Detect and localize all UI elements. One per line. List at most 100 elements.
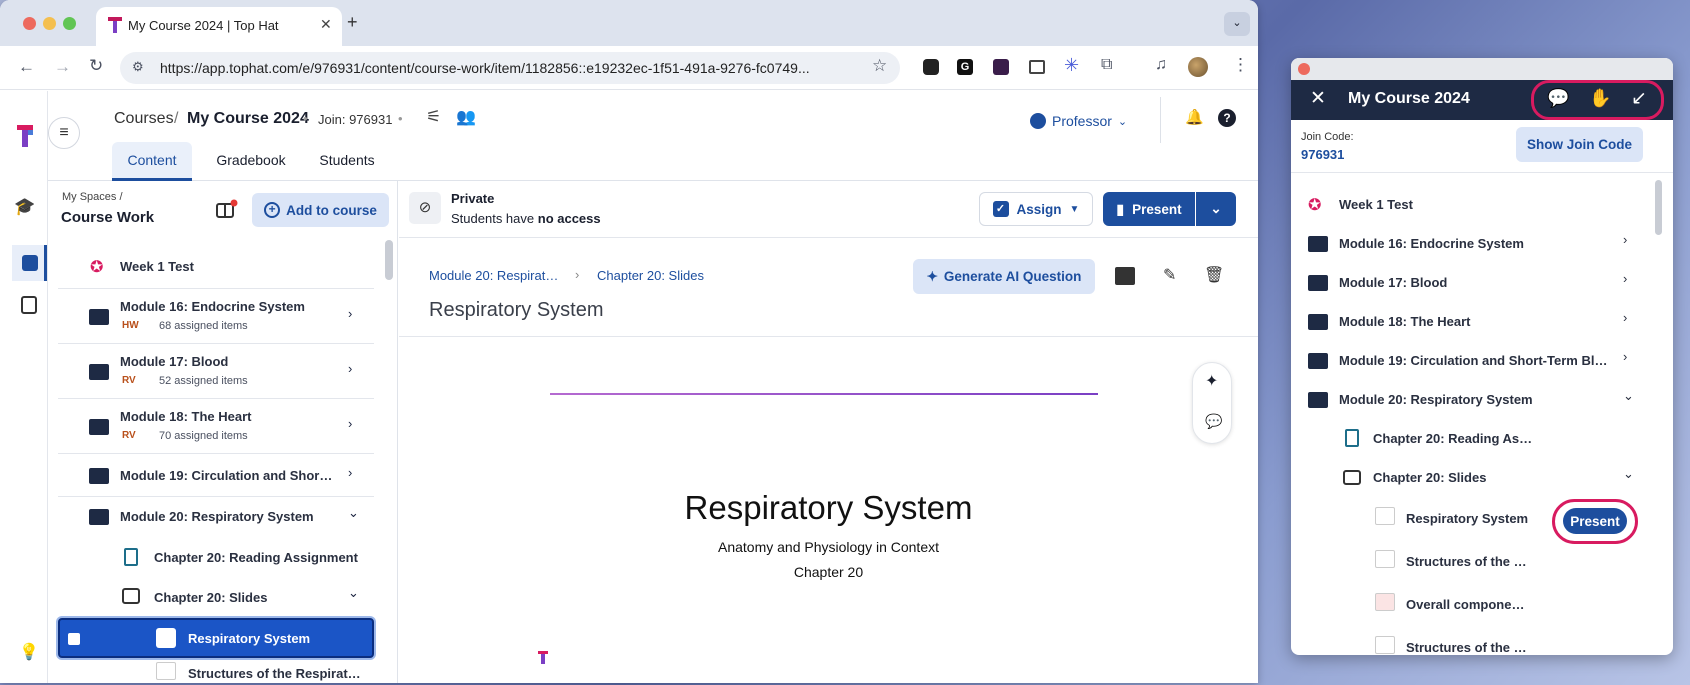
reload-icon[interactable]: ↻: [89, 56, 104, 75]
browser-tab[interactable]: My Course 2024 | Top Hat ✕: [96, 7, 342, 46]
slide-thumbnail-icon: [1375, 550, 1395, 568]
popup-item-reading-assignment[interactable]: Chapter 20: Reading As…: [1373, 431, 1533, 446]
help-icon[interactable]: ?: [1218, 109, 1236, 127]
tab-students[interactable]: Students: [319, 152, 375, 168]
chevron-right-icon[interactable]: ›: [1623, 310, 1628, 325]
tab-search-chevron-down-icon[interactable]: ⌄: [1224, 12, 1250, 36]
sidebar-crumb[interactable]: My Spaces /: [62, 191, 123, 203]
breadcrumb-module[interactable]: Module 20: Respirat…: [429, 268, 559, 283]
browser-menu-icon[interactable]: ⋮: [1232, 55, 1249, 74]
close-popup-button[interactable]: [1298, 63, 1310, 75]
media-controls-icon[interactable]: ♫: [1155, 56, 1167, 73]
site-settings-icon[interactable]: ⚙: [132, 59, 144, 74]
library-book-icon[interactable]: [216, 199, 238, 219]
courses-graduation-cap-icon[interactable]: 🎓: [14, 197, 36, 216]
tophat-logo-icon[interactable]: [17, 125, 33, 147]
course-settings-sliders-icon[interactable]: ⚟: [426, 107, 442, 126]
url-field[interactable]: ⚙ https://app.tophat.com/e/976931/conten…: [120, 52, 900, 84]
sidebar-item-week-1-test[interactable]: ✪ Week 1 Test: [58, 246, 374, 289]
rail-gradebook-clipboard-icon[interactable]: [21, 296, 37, 314]
back-arrow-icon[interactable]: ←: [18, 57, 35, 76]
breadcrumb-chapter[interactable]: Chapter 20: Slides: [597, 268, 704, 283]
popup-scrollbar[interactable]: [1655, 180, 1662, 235]
bookmark-star-icon[interactable]: ☆: [872, 56, 888, 75]
assigned-count: 68 assigned items: [159, 320, 248, 332]
forward-arrow-icon[interactable]: →: [54, 57, 71, 76]
sidebar-item-module-19[interactable]: Module 19: Circulation and Shor… ›: [58, 455, 374, 497]
sparkle-extension-icon[interactable]: ✳: [1064, 55, 1080, 75]
comments-icon[interactable]: 💬: [1205, 413, 1223, 429]
popup-item-module-17[interactable]: Module 17: Blood: [1339, 275, 1448, 290]
chevron-down-icon[interactable]: ⌄: [348, 505, 359, 520]
profile-avatar[interactable]: [1188, 57, 1208, 77]
popup-item-respiratory-system[interactable]: Respiratory System: [1406, 511, 1529, 526]
sidebar-item-structures[interactable]: Structures of the Respirat…: [58, 660, 374, 683]
popup-item-overall-components[interactable]: Overall compone…: [1406, 597, 1525, 612]
close-icon[interactable]: ✕: [1310, 88, 1326, 109]
popup-item-module-16[interactable]: Module 16: Endocrine System: [1339, 236, 1524, 251]
chevron-right-icon[interactable]: ›: [348, 361, 353, 376]
new-tab-icon[interactable]: +: [347, 12, 358, 32]
chevron-down-icon[interactable]: ⌄: [1623, 466, 1634, 481]
chevron-right-icon[interactable]: ›: [1623, 349, 1628, 364]
puzzle-extensions-icon[interactable]: ⧉: [1101, 56, 1113, 73]
chevron-down-icon[interactable]: ⌄: [348, 585, 359, 600]
chevron-right-icon[interactable]: ›: [348, 306, 353, 321]
delete-trash-icon[interactable]: 🗑: [1204, 267, 1225, 284]
popup-item-week-1-test[interactable]: Week 1 Test: [1339, 197, 1413, 212]
add-people-icon[interactable]: 👥: [456, 109, 476, 126]
show-join-code-button[interactable]: Show Join Code: [1516, 127, 1643, 162]
sidebar-item-module-18[interactable]: Module 18: The Heart RV 70 assigned item…: [58, 400, 374, 454]
ai-sparkle-icon[interactable]: ✦: [1205, 373, 1219, 390]
tophat-extension-icon[interactable]: [993, 59, 1009, 75]
select-checkbox[interactable]: [68, 633, 80, 645]
sidebar-item-respiratory-system-selected[interactable]: Respiratory System: [58, 618, 374, 658]
role-dropdown[interactable]: Professor ⌄: [1030, 109, 1140, 133]
discussion-icon[interactable]: 💬: [1547, 88, 1570, 108]
popup-item-structures-2[interactable]: Structures of the …: [1406, 640, 1527, 655]
rail-course-work[interactable]: [12, 245, 47, 281]
notifications-bell-icon[interactable]: 🔔: [1185, 109, 1204, 126]
chevron-right-icon[interactable]: ›: [348, 465, 353, 480]
chevron-down-icon[interactable]: ⌄: [1623, 388, 1634, 403]
sidebar-item-module-16[interactable]: Module 16: Endocrine System HW 68 assign…: [58, 290, 374, 344]
assign-button[interactable]: ✓ Assign ▼: [979, 192, 1093, 226]
raise-hand-icon[interactable]: ✋: [1589, 88, 1612, 108]
chevron-right-icon[interactable]: ›: [348, 416, 353, 431]
tab-gradebook[interactable]: Gradebook: [216, 152, 286, 168]
popup-item-chapter-20-slides[interactable]: Chapter 20: Slides: [1373, 470, 1487, 485]
generate-ai-question-button[interactable]: ✦ Generate AI Question: [913, 259, 1095, 294]
sidebar-item-module-20[interactable]: Module 20: Respiratory System ⌄: [58, 497, 374, 537]
popup-present-button[interactable]: Present: [1563, 508, 1627, 534]
present-options-chevron-down-icon[interactable]: ⌄: [1196, 192, 1236, 226]
popup-item-module-20[interactable]: Module 20: Respiratory System: [1339, 392, 1533, 407]
chevron-right-icon[interactable]: ›: [1623, 271, 1628, 286]
sidebar-item-module-17[interactable]: Module 17: Blood RV 52 assigned items ›: [58, 345, 374, 399]
minimize-window-button[interactable]: [43, 17, 56, 30]
popup-item-module-18[interactable]: Module 18: The Heart: [1339, 314, 1471, 329]
header-dot-separator: •: [303, 111, 308, 126]
chevron-right-icon[interactable]: ›: [1623, 232, 1628, 247]
popup-item-structures[interactable]: Structures of the …: [1406, 554, 1527, 569]
breadcrumb-courses[interactable]: Courses: [114, 110, 174, 127]
eye-off-icon[interactable]: ⊘: [409, 192, 441, 224]
maximize-window-button[interactable]: [63, 17, 76, 30]
extension-icon[interactable]: [923, 59, 939, 75]
present-button[interactable]: ▮ Present: [1103, 192, 1195, 226]
popup-item-module-19[interactable]: Module 19: Circulation and Short-Term Bl…: [1339, 353, 1608, 368]
sidebar-item-reading-assignment[interactable]: Chapter 20: Reading Assignment: [58, 537, 374, 577]
lightbulb-icon[interactable]: 💡: [19, 644, 39, 661]
tab-content[interactable]: Content: [112, 142, 192, 181]
sidebar-item-chapter-20-slides[interactable]: Chapter 20: Slides ⌄: [58, 577, 374, 617]
reader-extension-icon[interactable]: [1029, 60, 1045, 74]
close-tab-icon[interactable]: ✕: [320, 16, 332, 32]
minimize-arrow-icon[interactable]: ↙: [1631, 88, 1647, 109]
add-to-course-button[interactable]: + Add to course: [252, 193, 389, 227]
edit-pencil-icon[interactable]: ✎: [1163, 267, 1177, 284]
powerpoint-export-icon[interactable]: [1115, 267, 1135, 285]
close-window-button[interactable]: [23, 17, 36, 30]
grammarly-extension-icon[interactable]: G: [957, 59, 973, 75]
hamburger-menu-icon[interactable]: ≡: [48, 117, 80, 149]
slide-thumbnail-icon: [1375, 593, 1395, 611]
sidebar-scrollbar[interactable]: [385, 240, 393, 280]
